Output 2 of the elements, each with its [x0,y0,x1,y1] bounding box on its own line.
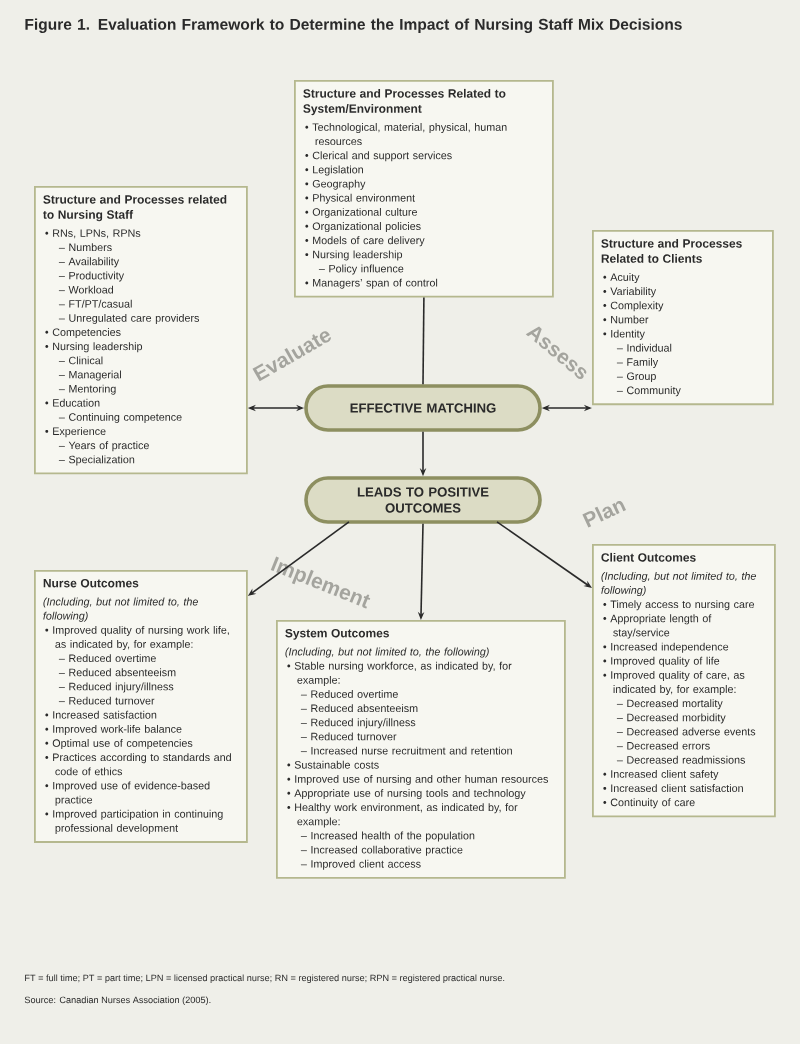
arrow [496,521,592,588]
cycle-word: Plan [582,500,626,528]
